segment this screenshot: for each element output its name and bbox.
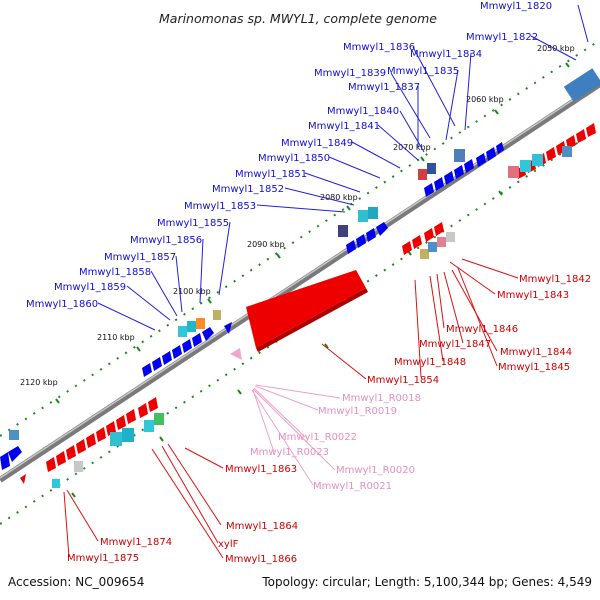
- gene-label: Mmwyl1_1837: [348, 82, 420, 93]
- gene-label: xylF: [218, 539, 239, 550]
- rna-leader-lines: [251, 384, 341, 486]
- outer-tick-track: [0, 39, 600, 437]
- gene-label: Mmwyl1_1866: [225, 554, 297, 565]
- gene-label: Mmwyl1_R0020: [336, 465, 415, 476]
- gene-label: Mmwyl1_R0023: [250, 447, 329, 458]
- gene-label: Mmwyl1_1863: [225, 464, 297, 475]
- gene-label: Mmwyl1_1844: [500, 347, 572, 358]
- forward-gene-arrows: [0, 142, 504, 470]
- gene-label: Mmwyl1_1820: [480, 1, 552, 12]
- gene-label: Mmwyl1_1841: [308, 121, 380, 132]
- gene-label: Mmwyl1_1846: [446, 324, 518, 335]
- major-ticks: [55, 62, 570, 498]
- map-title: Marinomonas sp. MWYL1, complete genome: [159, 11, 437, 26]
- forward-labels: Mmwyl1_1820 Mmwyl1_1822 Mmwyl1_1836 Mmwy…: [26, 1, 552, 310]
- gene-label: Mmwyl1_1848: [394, 357, 466, 368]
- gene-label: Mmwyl1_R0018: [342, 393, 421, 404]
- gene-label: Mmwyl1_1847: [419, 339, 491, 350]
- gene-label: Mmwyl1_1849: [281, 138, 353, 149]
- gene-label: Mmwyl1_1864: [226, 521, 298, 532]
- forward-leader-lines: [97, 4, 589, 331]
- gene-label: Mmwyl1_1858: [79, 267, 151, 278]
- reverse-gene-blocks: [52, 146, 572, 488]
- gene-label: Mmwyl1_1835: [387, 66, 459, 77]
- gene-label: Mmwyl1_R0019: [318, 406, 397, 417]
- accession-text: Accession: NC_009654: [8, 575, 144, 589]
- gene-label: Mmwyl1_R0022: [278, 432, 357, 443]
- scale-label: 2090 kbp: [247, 240, 285, 249]
- gene-label: Mmwyl1_R0021: [313, 481, 392, 492]
- gene-label: Mmwyl1_1857: [104, 252, 176, 263]
- gene-label: Mmwyl1_1854: [367, 375, 439, 386]
- scale-label: 2070 kbp: [393, 143, 431, 152]
- gene-label: Mmwyl1_1874: [100, 537, 172, 548]
- rna-genes: [230, 348, 242, 360]
- gene-label: Mmwyl1_1875: [67, 553, 139, 564]
- scale-label: 2120 kbp: [20, 378, 58, 387]
- scale-labels: 2050 kbp 2060 kbp 2070 kbp 2080 kbp 2090…: [20, 44, 575, 387]
- gene-label: Mmwyl1_1853: [184, 201, 256, 212]
- gene-label: Mmwyl1_1850: [258, 153, 330, 164]
- rna-labels: Mmwyl1_R0018 Mmwyl1_R0019 Mmwyl1_R0022 M…: [250, 393, 421, 492]
- topology-text: Topology: circular; Length: 5,100,344 bp…: [261, 575, 592, 589]
- gene-label: Mmwyl1_1822: [466, 32, 538, 43]
- gene-label: Mmwyl1_1859: [54, 282, 126, 293]
- scale-label: 2080 kbp: [320, 193, 358, 202]
- gene-label: Mmwyl1_1852: [212, 184, 284, 195]
- scale-label: 2050 kbp: [537, 44, 575, 53]
- gene-label: Mmwyl1_1836: [343, 42, 415, 53]
- gene-label: Mmwyl1_1855: [157, 218, 229, 229]
- gene-label: Mmwyl1_1856: [130, 235, 202, 246]
- gene-label: Mmwyl1_1834: [410, 49, 482, 60]
- reverse-leader-lines: [63, 258, 519, 559]
- gene-label: Mmwyl1_1860: [26, 299, 98, 310]
- forward-gene-blocks: [9, 68, 600, 440]
- gene-label: Mmwyl1_1839: [314, 68, 386, 79]
- scale-label: 2060 kbp: [466, 95, 504, 104]
- gene-label: Mmwyl1_1843: [497, 290, 569, 301]
- gene-label: Mmwyl1_1851: [235, 169, 307, 180]
- gene-label: Mmwyl1_1842: [519, 274, 591, 285]
- gene-label: Mmwyl1_1840: [327, 106, 399, 117]
- gene-label: Mmwyl1_1845: [498, 362, 570, 373]
- reverse-labels: Mmwyl1_1842 Mmwyl1_1843 Mmwyl1_1846 Mmwy…: [67, 274, 591, 565]
- scale-label: 2100 kbp: [173, 287, 211, 296]
- scale-label: 2110 kbp: [97, 333, 135, 342]
